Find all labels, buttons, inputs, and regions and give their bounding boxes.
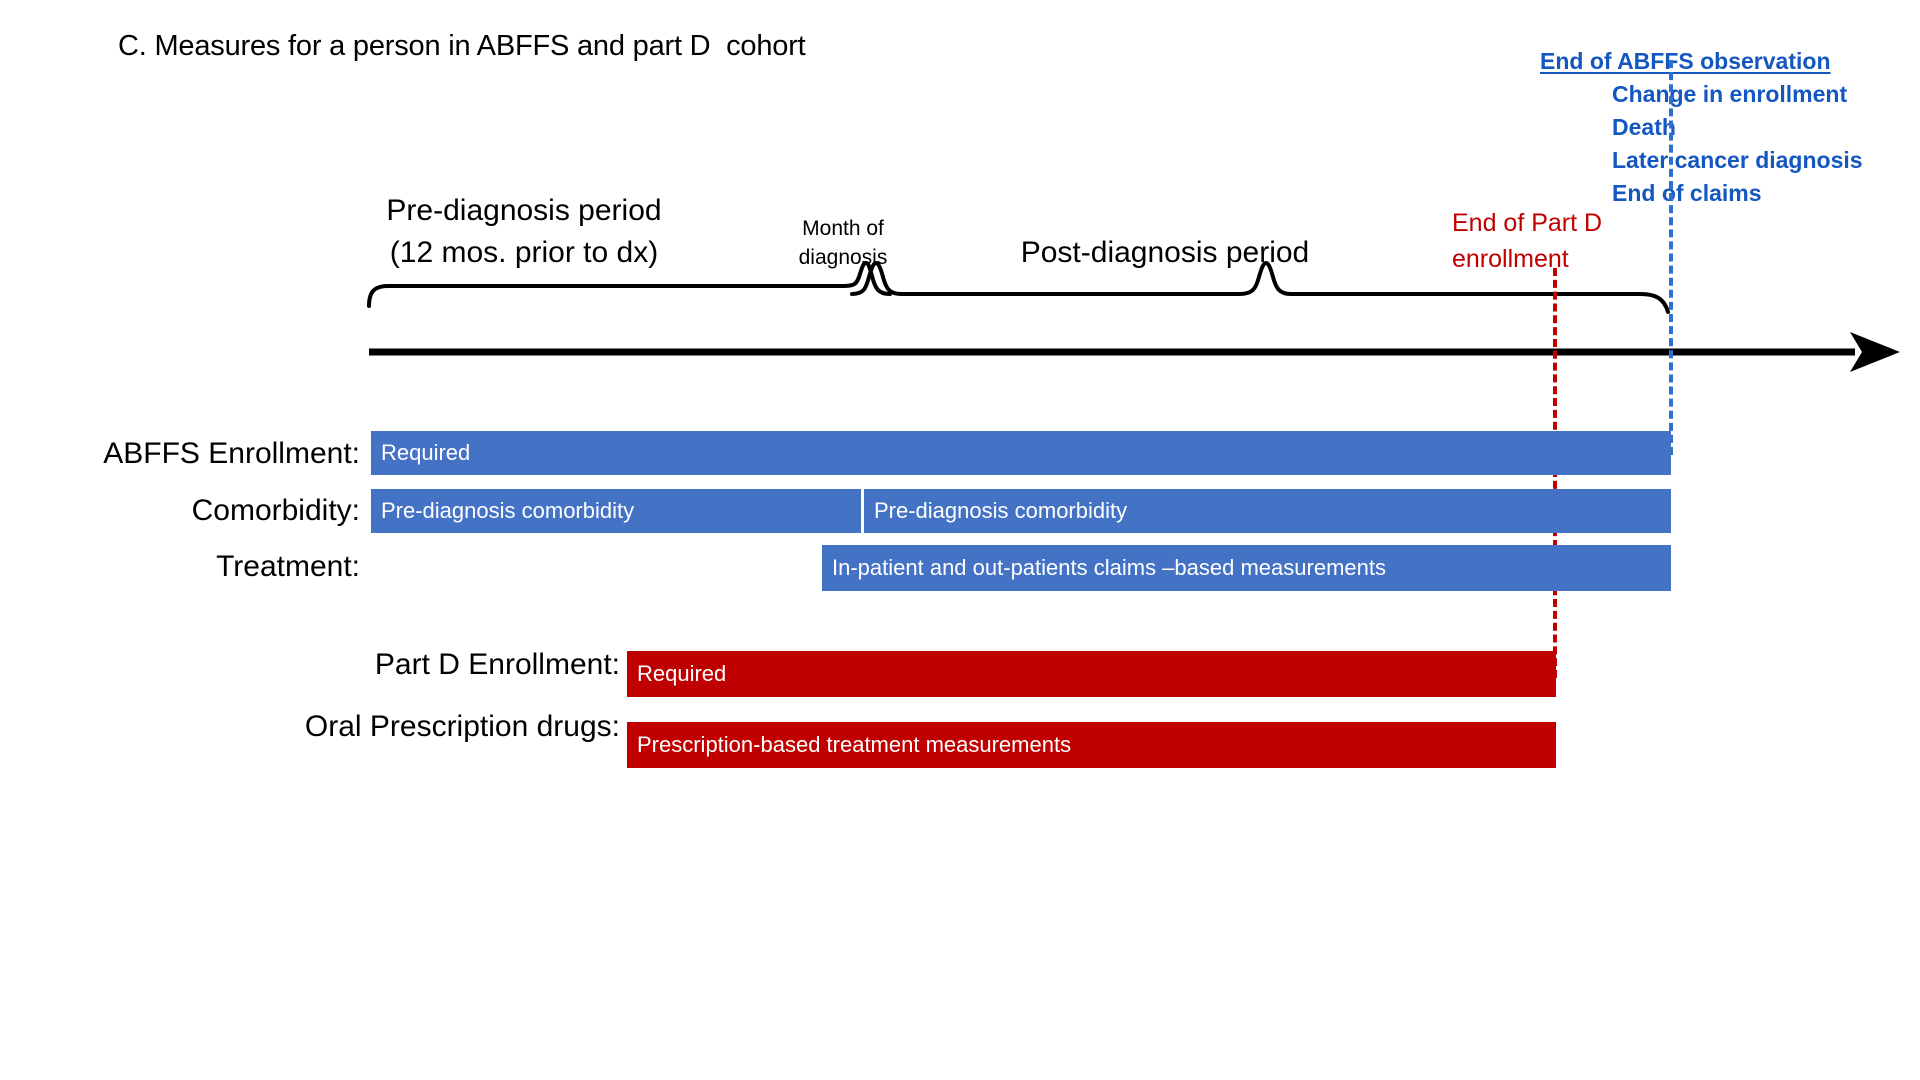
abffs-endpoint-reason-change-in-enrollment: Change in enrollment bbox=[1612, 81, 1848, 107]
abffs-endpoint-annotation: End of ABFFS observation Change in enrol… bbox=[1540, 45, 1863, 210]
timeline-arrowhead bbox=[1850, 332, 1900, 372]
bar-partd-enrollment: Required bbox=[627, 651, 1556, 697]
bar-treatment-text: In-patient and out-patients claims –base… bbox=[832, 555, 1386, 580]
abffs-endpoint-reason-later-cancer-diagnosis: Later cancer diagnosis bbox=[1612, 147, 1863, 173]
brace-post-diagnosis-body bbox=[867, 260, 1670, 314]
timeline-axis-group bbox=[367, 260, 1900, 372]
row-label-treatment: Treatment: bbox=[216, 550, 360, 583]
bar-comorbidity-segment-1-text: Pre-diagnosis comorbidity bbox=[381, 498, 635, 523]
bar-comorbidity-segment-1: Pre-diagnosis comorbidity bbox=[371, 489, 861, 533]
partd-end-annotation: End of Part D enrollment bbox=[1452, 209, 1603, 273]
brace-post-diagnosis bbox=[850, 275, 871, 296]
bar-abffs-enrollment: Required bbox=[371, 431, 1671, 475]
row-label-abffs-enrollment: ABFFS Enrollment: bbox=[103, 437, 360, 470]
bar-partd-enrollment-text: Required bbox=[637, 661, 727, 686]
bar-treatment: In-patient and out-patients claims –base… bbox=[822, 545, 1671, 591]
brace-pre-diagnosis bbox=[367, 261, 868, 308]
abffs-endpoint-reason-death: Death bbox=[1612, 114, 1676, 140]
row-label-partd-enrollment: Part D Enrollment: bbox=[374, 648, 620, 681]
period-label-post-diagnosis: Post-diagnosis period bbox=[1020, 236, 1310, 269]
bar-oral-prescription-drugs-text: Prescription-based treatment measurement… bbox=[637, 732, 1072, 757]
abffs-end-marker-line bbox=[1669, 60, 1673, 455]
brace-month-of-diagnosis bbox=[864, 261, 892, 296]
bar-comorbidity-segment-2-text: Pre-diagnosis comorbidity bbox=[874, 498, 1128, 523]
bar-comorbidity-segment-2: Pre-diagnosis comorbidity bbox=[864, 489, 1671, 533]
page-title: C. Measures for a person in ABFFS and pa… bbox=[118, 30, 806, 62]
row-label-oral-prescription-drugs: Oral Prescription drugs: bbox=[304, 710, 620, 743]
period-label-pre-diagnosis: Pre-diagnosis period (12 mos. prior to d… bbox=[386, 194, 662, 269]
bar-oral-prescription-drugs: Prescription-based treatment measurement… bbox=[627, 722, 1556, 768]
row-label-comorbidity: Comorbidity: bbox=[191, 494, 360, 527]
abffs-endpoint-reason-end-of-claims: End of claims bbox=[1612, 180, 1762, 206]
abffs-endpoint-header: End of ABFFS observation bbox=[1540, 48, 1831, 74]
bar-abffs-enrollment-text: Required bbox=[381, 440, 471, 465]
